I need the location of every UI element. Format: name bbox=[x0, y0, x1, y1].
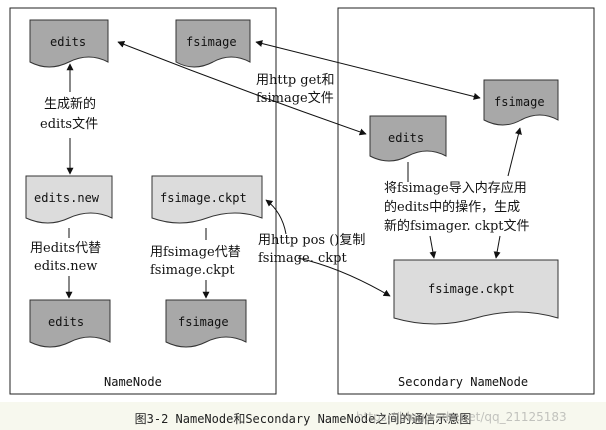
doc-edits-secondary bbox=[369, 115, 447, 162]
label-replace-fsimage-1: 用fsimage代替 bbox=[150, 245, 241, 260]
secondary-namenode-label: Secondary NameNode bbox=[398, 375, 529, 389]
doc-edits-bottom bbox=[29, 299, 111, 348]
arrow-fsimage-sec-to-merge bbox=[507, 127, 522, 177]
label-gen-new-edits-2: edits文件 bbox=[40, 117, 99, 132]
secondary-namenode-box bbox=[337, 7, 595, 395]
doc-edits-new bbox=[25, 175, 113, 224]
doc-label-edits-secondary: edits bbox=[388, 131, 425, 145]
label-merge-1: 将fsimage导入内存应用 bbox=[384, 181, 527, 196]
arrow-fsimage-to-secondary bbox=[255, 40, 481, 100]
arrow-ckpt-to-namenode bbox=[265, 199, 287, 235]
doc-label-fsimage-ckpt-secondary: fsimage.ckpt bbox=[428, 282, 515, 296]
arrow-label-to-ckpt-secondary bbox=[297, 257, 391, 297]
doc-label-fsimage-bottom: fsimage bbox=[178, 315, 229, 329]
arrow-merge-to-ckpt-a bbox=[429, 235, 437, 259]
doc-label-fsimage-ckpt-left: fsimage.ckpt bbox=[160, 191, 247, 205]
label-http-post-1: 用http pos ()复制 bbox=[258, 233, 366, 248]
doc-fsimage-ckpt-secondary bbox=[393, 259, 559, 325]
label-merge-3: 新的fsimager. ckpt文件 bbox=[384, 219, 530, 234]
label-replace-edits-2: edits.new bbox=[34, 259, 98, 274]
label-replace-fsimage-2: fsimage.ckpt bbox=[150, 263, 235, 278]
doc-label-fsimage-top: fsimage bbox=[186, 35, 237, 49]
doc-fsimage-ckpt-left bbox=[151, 175, 263, 224]
doc-fsimage-secondary bbox=[483, 79, 559, 126]
label-merge-2: 的edits中的操作，生成 bbox=[384, 200, 521, 215]
doc-label-fsimage-secondary: fsimage bbox=[494, 95, 545, 109]
watermark: https://blog.csdn.net/qq_21125183 bbox=[356, 410, 567, 424]
arrow-edits-to-secondary bbox=[117, 41, 367, 136]
caption-bar bbox=[0, 402, 606, 430]
doc-fsimage-bottom bbox=[165, 299, 247, 348]
namenode-box bbox=[9, 7, 277, 395]
doc-label-edits-new: edits.new bbox=[34, 191, 100, 205]
doc-edits-top bbox=[29, 19, 109, 68]
doc-label-edits-top: edits bbox=[50, 35, 87, 49]
label-replace-edits-1: 用edits代替 bbox=[30, 241, 102, 256]
label-gen-new-edits-1: 生成新的 bbox=[44, 97, 97, 112]
label-http-get-2: fsimage文件 bbox=[256, 91, 334, 106]
label-http-get-1: 用http get和 bbox=[256, 73, 335, 88]
namenode-label: NameNode bbox=[104, 375, 162, 389]
label-http-post-2: fsimage. ckpt bbox=[258, 251, 347, 266]
doc-label-edits-bottom: edits bbox=[48, 315, 85, 329]
arrow-merge-to-ckpt-b bbox=[493, 235, 501, 259]
figure-caption: 图3-2 NameNode和Secondary NameNode之间的通信示意图 bbox=[134, 412, 472, 426]
